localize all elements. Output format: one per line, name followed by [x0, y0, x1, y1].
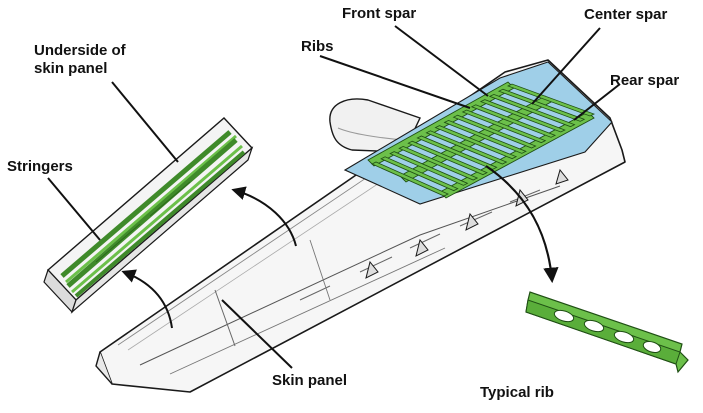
- curved-arrow-icon: [485, 165, 559, 284]
- rib: [506, 83, 596, 117]
- rib: [380, 156, 459, 192]
- rib: [407, 140, 488, 176]
- rib: [452, 114, 537, 149]
- rib: [470, 104, 557, 138]
- ribs-label: Ribs: [301, 38, 334, 55]
- rib: [425, 130, 508, 165]
- rib: [434, 125, 518, 160]
- rib: [497, 88, 586, 122]
- rib: [461, 109, 547, 144]
- underside-label-line2: skin panel: [34, 60, 108, 77]
- rear-spar-label: Rear spar: [610, 72, 680, 89]
- curved-arrow-icon: [121, 186, 297, 329]
- stringers-label: Stringers: [7, 158, 73, 175]
- rib: [389, 151, 469, 186]
- skin-panel-detail: [43, 117, 254, 314]
- rib: [479, 99, 566, 133]
- rib: [488, 93, 576, 128]
- center-spar-label: Center spar: [584, 6, 668, 23]
- typical-rib-detail: [525, 291, 689, 374]
- rib: [371, 161, 449, 197]
- rib: [443, 119, 527, 154]
- typical-rib-label: Typical rib: [480, 384, 554, 401]
- front-spar-label: Front spar: [342, 5, 417, 22]
- underside-label-line1: Underside of: [34, 42, 126, 59]
- rib: [398, 145, 479, 181]
- rib: [416, 135, 498, 170]
- leader-lines: [47, 25, 621, 369]
- rib-spar-structure: [367, 81, 596, 199]
- skin-panel-label: Skin panel: [272, 372, 348, 389]
